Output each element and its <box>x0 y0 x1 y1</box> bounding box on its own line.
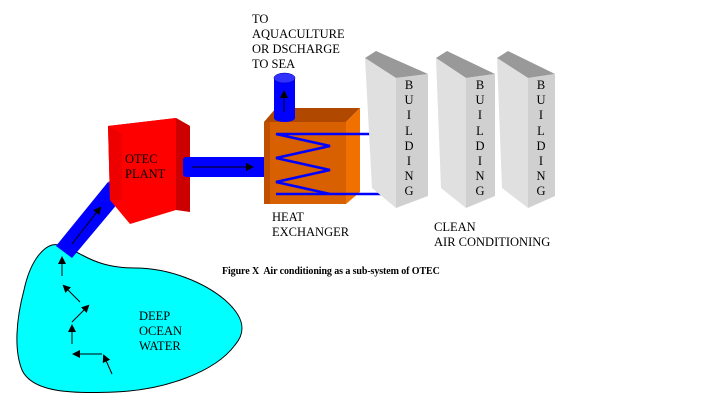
building-2 <box>436 51 495 208</box>
building-1 <box>365 51 428 208</box>
discharge-label: TO AQUACULTURE OR DSCHARGE TO SEA <box>252 12 345 71</box>
flow-arrow <box>62 284 81 303</box>
building-2-label: B U I L D I N G <box>475 78 485 199</box>
heat-exchanger-coil <box>275 132 388 196</box>
flow-arrow <box>102 354 113 375</box>
discharge-pipe <box>273 72 296 122</box>
figure-caption: Figure X Air conditioning as a sub-syste… <box>222 266 440 277</box>
building-3 <box>497 51 555 208</box>
building-1-label: B U I L D I N G <box>404 78 414 199</box>
clean-ac-label: CLEAN AIR CONDITIONING <box>434 220 551 249</box>
flow-arrow <box>71 304 90 323</box>
otec-plant-label: OTEC PLANT <box>125 152 166 181</box>
heat-exchanger-label: HEAT EXCHANGER <box>272 210 350 239</box>
building-3-label: B U I L D I N G <box>536 78 546 199</box>
deep-ocean-water <box>16 244 243 394</box>
supply-pipe <box>183 157 267 177</box>
deep-ocean-label: DEEP OCEAN WATER <box>139 309 183 353</box>
flow-arrows <box>58 256 113 375</box>
